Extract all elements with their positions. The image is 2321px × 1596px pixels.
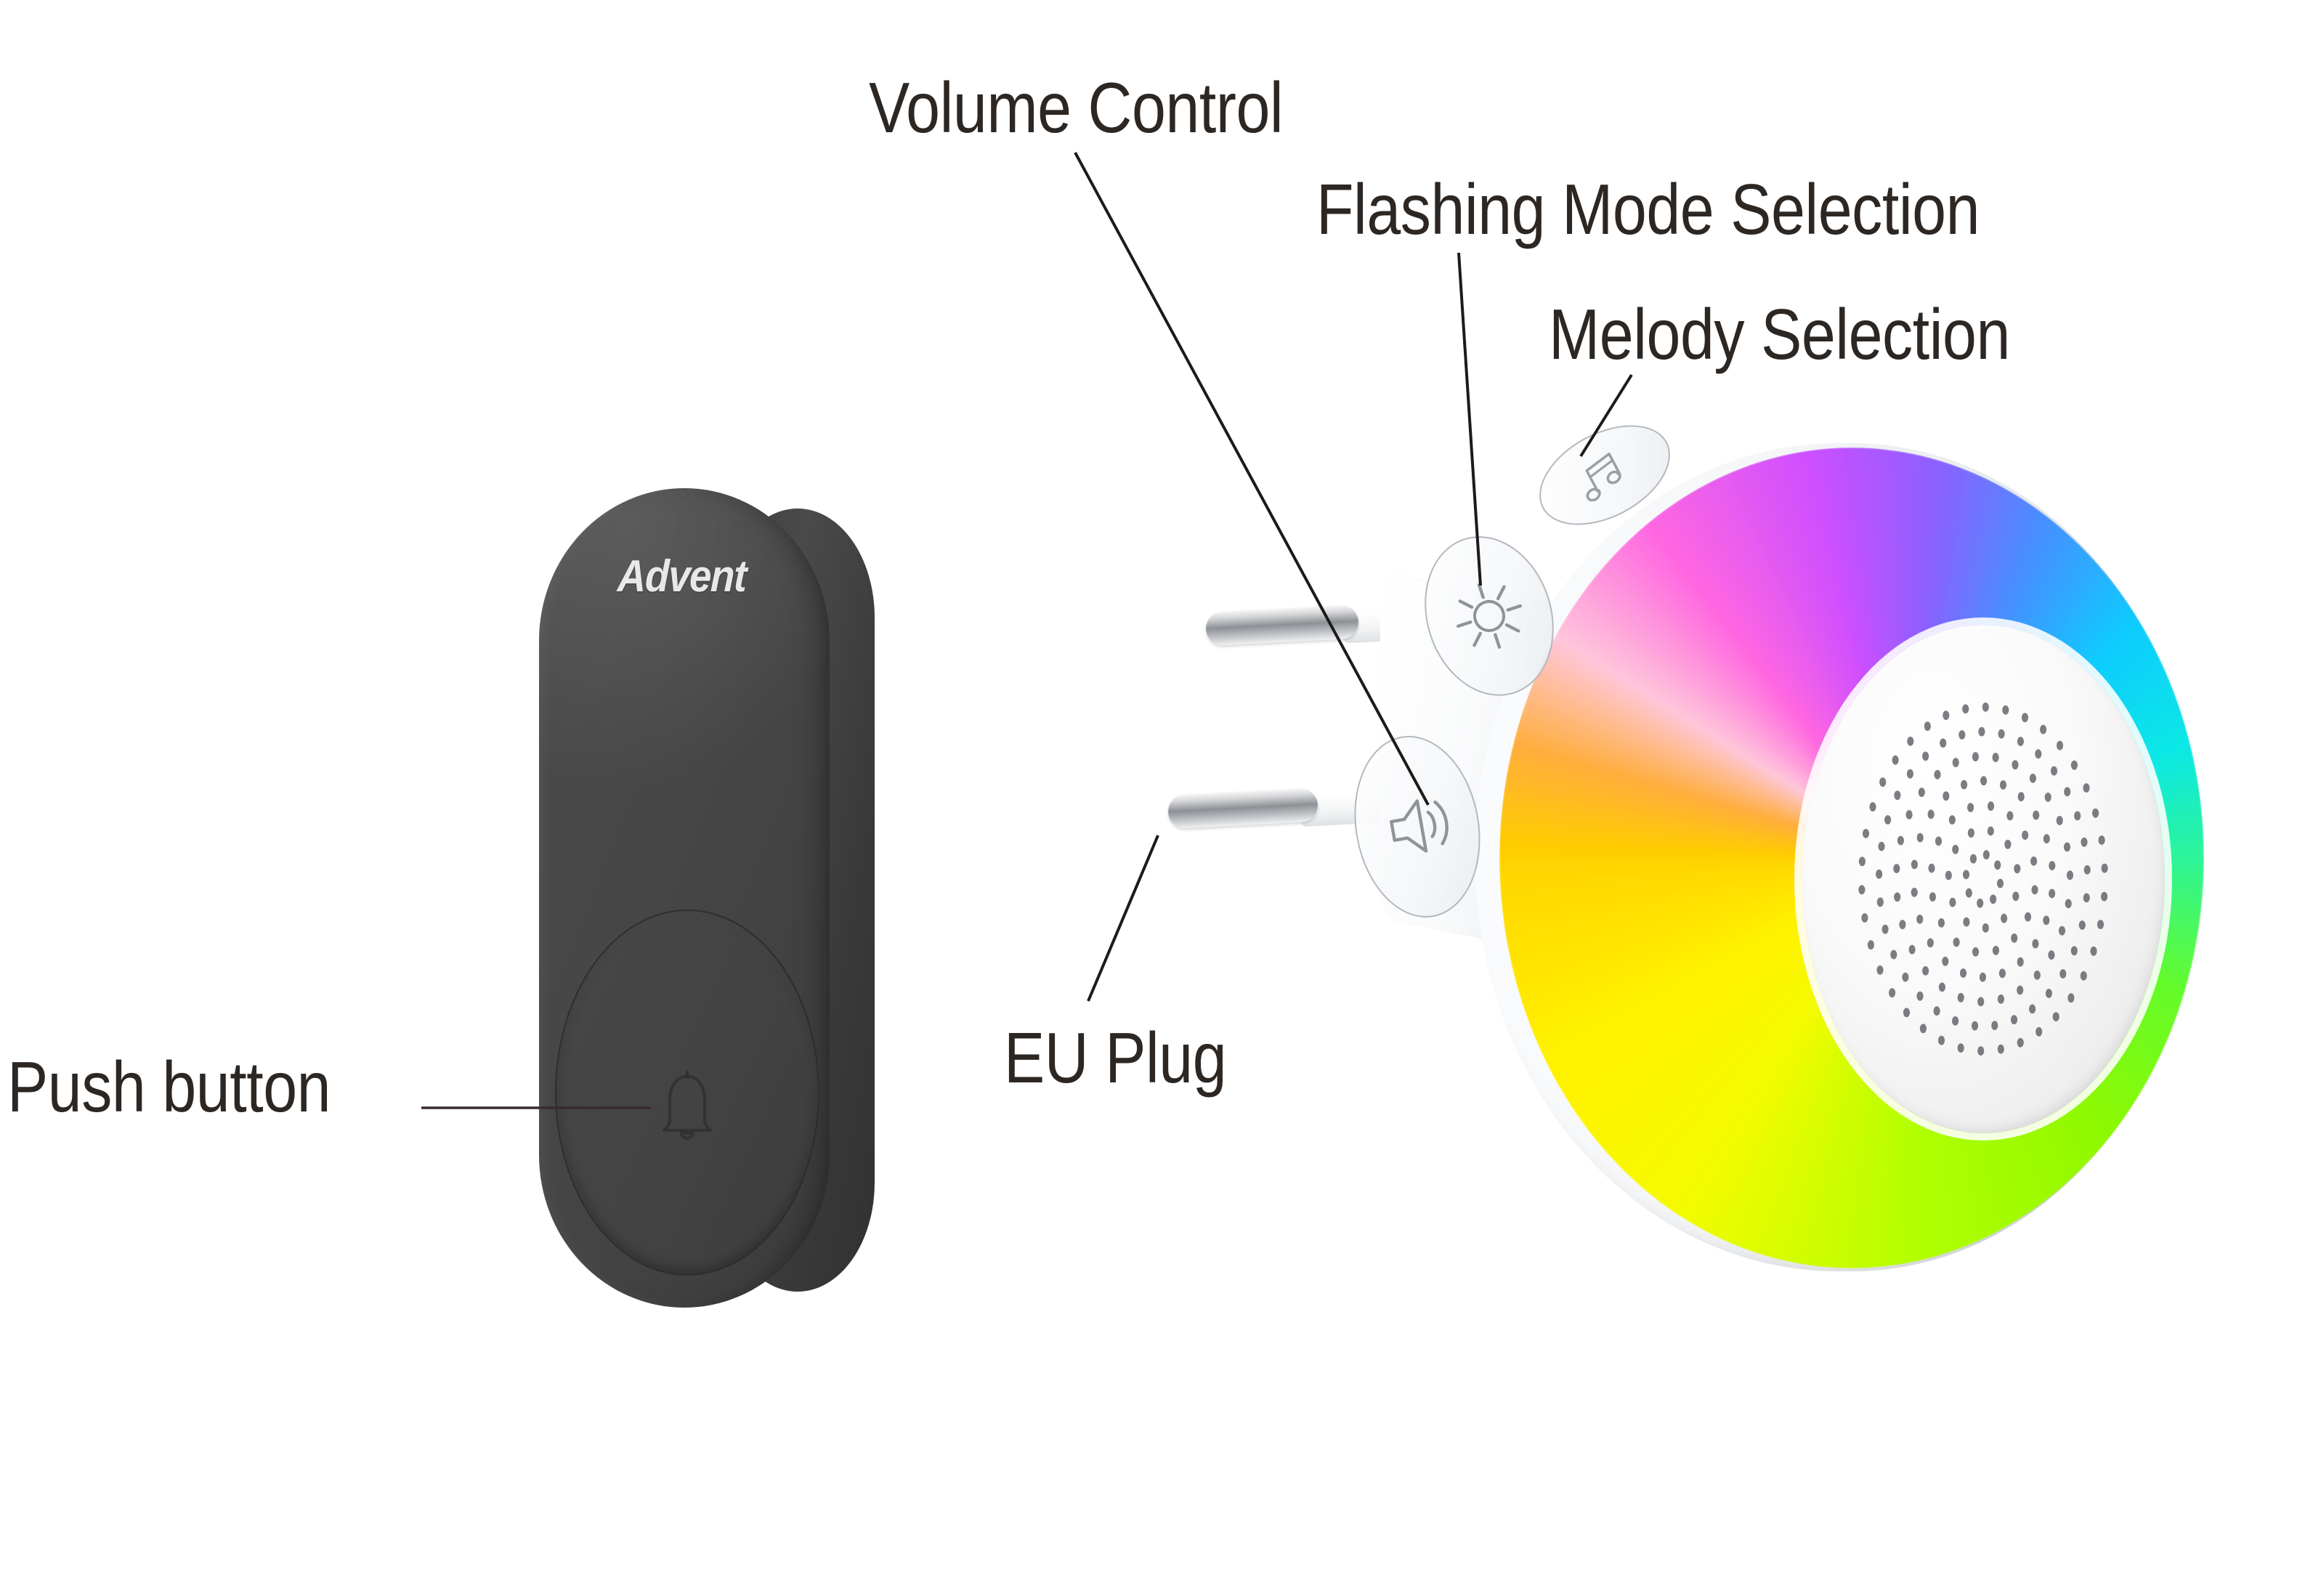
speaker-grille xyxy=(1802,625,2165,1133)
callout-label-melody-selection: Melody Selection xyxy=(1549,294,2010,374)
callout-label-flashing-mode-selection: Flashing Mode Selection xyxy=(1316,169,1980,249)
volume-button[interactable] xyxy=(1340,726,1494,928)
callout-label-push-button: Push button xyxy=(7,1047,331,1127)
melody-button[interactable] xyxy=(1523,405,1687,546)
speaker-perforations xyxy=(1858,702,2108,1056)
flashing-mode-button[interactable] xyxy=(1404,519,1574,713)
leader-line-eu-plug xyxy=(1087,835,1159,1002)
speaker-volume-icon xyxy=(1390,799,1449,853)
eu-plug-pin-top xyxy=(1204,604,1360,647)
callout-label-eu-plug: EU Plug xyxy=(1004,1018,1227,1098)
sun-brightness-icon xyxy=(1457,583,1522,649)
bell-icon xyxy=(663,1071,712,1140)
music-note-icon xyxy=(1585,452,1621,502)
callout-label-volume-control: Volume Control xyxy=(869,68,1284,147)
doorbell-push-button-transmitter: Advent xyxy=(539,488,880,1316)
eu-plug-pin-bottom xyxy=(1167,787,1319,830)
doorbell-push-pad[interactable] xyxy=(555,910,819,1276)
plug-in-chime-receiver xyxy=(1162,405,2237,1322)
advent-brand-logo: Advent xyxy=(616,551,748,601)
